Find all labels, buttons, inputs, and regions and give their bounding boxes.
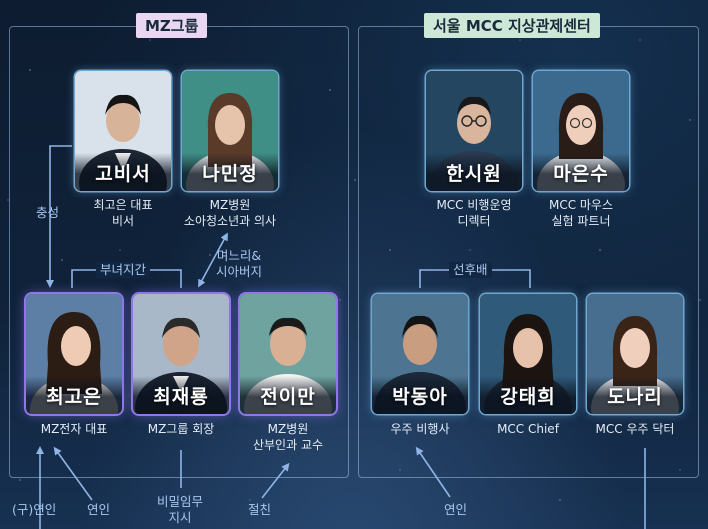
character-card-gangtaehui[interactable]: 강태희: [480, 294, 576, 414]
character-card-gobiseo[interactable]: 고비서: [75, 71, 171, 191]
desc-naminjeong-line1: MZ병원: [209, 198, 251, 212]
character-card-bakdonga[interactable]: 박동아: [372, 294, 468, 414]
name-gangtaehui: 강태희: [480, 376, 576, 414]
mcc-group-title: 서울 MCC 지상관제센터: [424, 13, 600, 38]
name-choegoeun: 최고은: [26, 376, 122, 414]
desc-choejaeryong-line1: MZ그룹 회장: [147, 422, 215, 436]
character-card-hansiwon[interactable]: 한시원: [426, 71, 522, 191]
desc-jeoniman-line1: MZ병원: [267, 422, 309, 436]
desc-donari: MCC 우주 닥터: [565, 421, 705, 437]
relation-label-secret-line1: 비밀임무: [157, 494, 204, 509]
name-donari: 도나리: [587, 376, 683, 414]
relation-label-secret-line2: 지시: [168, 510, 192, 525]
relation-label-inlaw-line1: 며느리&: [216, 248, 262, 263]
desc-gobiseo-line2: 비서: [111, 214, 135, 228]
relation-label-seniors: 선후배: [449, 262, 492, 278]
desc-maeunsu-line1: MCC 마우스: [548, 198, 614, 212]
relation-label-inlaw: 며느리& 시아버지: [216, 248, 262, 280]
character-card-jeoniman[interactable]: 전이만: [240, 294, 336, 414]
desc-hansiwon: MCC 비행운영 디렉터: [404, 197, 544, 229]
desc-gobiseo-line1: 최고은 대표: [93, 198, 153, 212]
name-gobiseo: 고비서: [75, 153, 171, 191]
desc-gangtaehui: MCC Chief: [458, 421, 598, 437]
desc-naminjeong-line2: 소아청소년과 의사: [183, 214, 277, 228]
desc-hansiwon-line2: 디렉터: [457, 214, 491, 228]
desc-choegoeun-line1: MZ전자 대표: [40, 422, 108, 436]
name-hansiwon: 한시원: [426, 153, 522, 191]
name-maeunsu: 마은수: [533, 153, 629, 191]
desc-gangtaehui-line1: MCC Chief: [497, 422, 559, 436]
name-naminjeong: 나민정: [182, 153, 278, 191]
relation-label-secret-mission: 비밀임무 지시: [157, 494, 203, 526]
name-bakdonga: 박동아: [372, 376, 468, 414]
desc-bakdonga-line1: 우주 비행사: [390, 422, 450, 436]
desc-choegoeun: MZ전자 대표: [4, 421, 144, 437]
desc-maeunsu: MCC 마우스 실험 파트너: [511, 197, 651, 229]
character-card-choejaeryong[interactable]: 최재룡: [133, 294, 229, 414]
desc-gobiseo: 최고은 대표 비서: [53, 197, 193, 229]
desc-jeoniman: MZ병원 산부인과 교수: [218, 421, 358, 453]
desc-choejaeryong: MZ그룹 회장: [111, 421, 251, 437]
desc-donari-line1: MCC 우주 닥터: [595, 422, 675, 436]
relation-label-lover-right: 연인: [444, 502, 468, 517]
desc-bakdonga: 우주 비행사: [350, 421, 490, 437]
relation-label-ex-lover: (구)연인: [12, 502, 57, 517]
name-choejaeryong: 최재룡: [133, 376, 229, 414]
character-card-choegoeun[interactable]: 최고은: [26, 294, 122, 414]
character-card-naminjeong[interactable]: 나민정: [182, 71, 278, 191]
desc-naminjeong: MZ병원 소아청소년과 의사: [160, 197, 300, 229]
relation-label-best-friend: 절친: [248, 502, 272, 517]
desc-maeunsu-line2: 실험 파트너: [551, 214, 611, 228]
name-jeoniman: 전이만: [240, 376, 336, 414]
relation-label-lover-left: 연인: [87, 502, 111, 517]
desc-jeoniman-line2: 산부인과 교수: [252, 438, 324, 452]
relation-label-loyalty: 충성: [36, 205, 60, 220]
desc-hansiwon-line1: MCC 비행운영: [436, 198, 512, 212]
mz-group-title: MZ그룹: [136, 13, 208, 38]
character-card-donari[interactable]: 도나리: [587, 294, 683, 414]
relation-label-inlaw-line2: 시아버지: [216, 264, 263, 279]
character-card-maeunsu[interactable]: 마은수: [533, 71, 629, 191]
relation-label-father-daughter: 부녀지간: [96, 262, 151, 278]
